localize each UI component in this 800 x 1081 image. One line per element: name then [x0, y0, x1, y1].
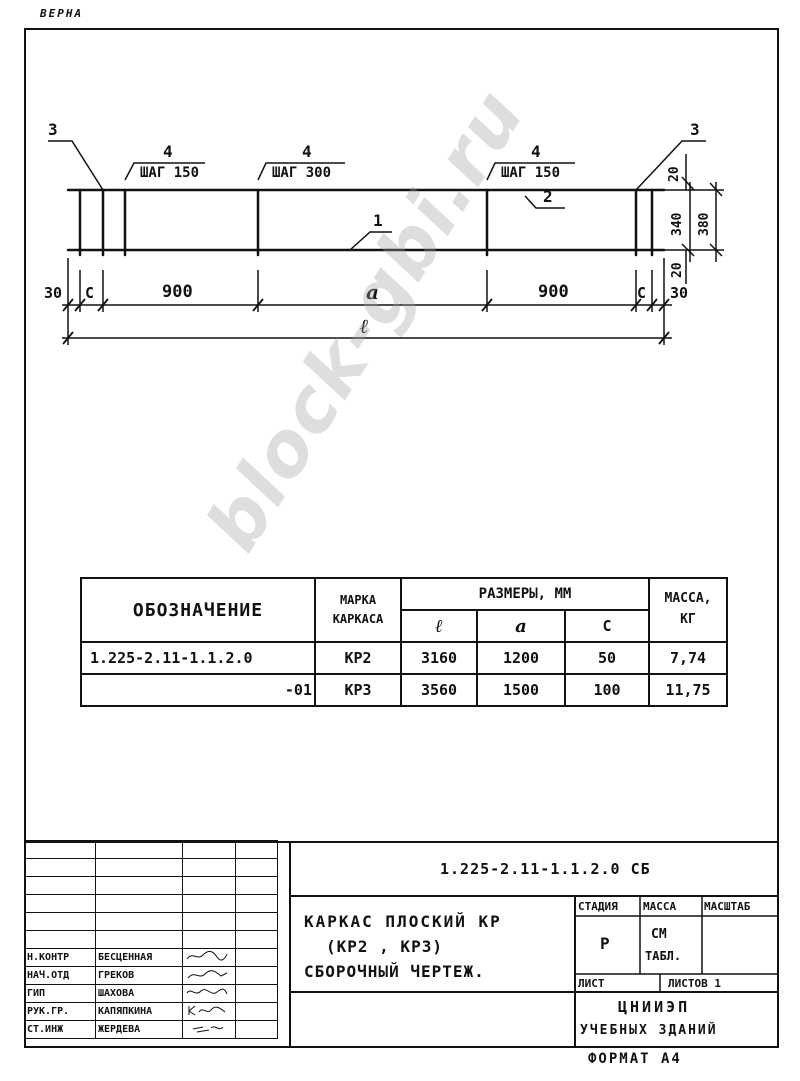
header-frame-mark: МАРКА КАРКАСА	[314, 577, 402, 643]
step-label: ШАГ 150	[140, 165, 200, 181]
step-label: ШАГ 150	[501, 165, 561, 181]
leader-4-c	[486, 162, 575, 181]
header-mass: МАССА, КГ	[648, 577, 728, 643]
handwritten-signature	[182, 1002, 236, 1021]
leader-3-right	[635, 140, 706, 191]
dim-a: a	[366, 280, 379, 304]
dim-30-right: 30	[670, 284, 689, 302]
cell-designation: 1.225-2.11-1.1.2.0	[80, 641, 316, 675]
cell-a: 1500	[476, 673, 566, 707]
signature-role: СТ.ИНЖ	[24, 1020, 96, 1039]
handwritten-signature	[182, 1020, 236, 1039]
cell-c: 100	[564, 673, 650, 707]
stage-header: СТАДИЯ	[578, 900, 618, 913]
cell-mark: КР3	[314, 673, 402, 707]
signature-row: ГИП ШАХОВА	[24, 984, 278, 1003]
header-dim-a: a	[476, 609, 566, 643]
title-line-2: (КР2 , КР3)	[326, 937, 443, 956]
signature-name: ЖЕРДЕВА	[95, 1020, 183, 1039]
signature-name: КАПЯПКИНА	[95, 1002, 183, 1021]
dim-c-left: C	[85, 284, 95, 302]
mass-value-1: СМ	[651, 927, 667, 942]
sheets-label: ЛИСТОВ 1	[668, 977, 721, 990]
callout-1: 1	[373, 211, 383, 230]
title-line-1: КАРКАС ПЛОСКИЙ КР	[304, 912, 502, 931]
handwritten-signature	[182, 966, 236, 985]
signature-row: Н.КОНТР БЕСЦЕННАЯ	[24, 948, 278, 967]
cell-l: 3560	[400, 673, 478, 707]
leader-1	[349, 231, 392, 251]
mass-value-2: ТАБЛ.	[645, 949, 682, 963]
signature-row: СТ.ИНЖ ЖЕРДЕВА	[24, 1020, 278, 1039]
organization-line-2: УЧЕБНЫХ ЗДАНИЙ	[580, 1023, 718, 1038]
organization-line-1: ЦНИИЭП	[618, 998, 691, 1016]
dim-900-left: 900	[162, 282, 193, 302]
signatures-table: Н.КОНТР БЕСЦЕННАЯ НАЧ.ОТД ГРЕКОВ ГИП ШАХ…	[24, 840, 278, 1039]
callout-4-b: 4	[302, 142, 312, 161]
cell-mass: 7,74	[648, 641, 728, 675]
sheet-label: ЛИСТ	[578, 977, 605, 990]
signature-name: ШАХОВА	[95, 984, 183, 1003]
scale-header: МАСШТАБ	[704, 900, 751, 913]
header-dim-l: ℓ	[400, 609, 478, 643]
callout-4-c: 4	[531, 142, 541, 161]
format-label: ФОРМАТ А4	[588, 1051, 682, 1067]
cell-a: 1200	[476, 641, 566, 675]
handwritten-signature	[182, 948, 236, 967]
table-row: 1.225-2.11-1.1.2.0 КР2 3160 1200 50 7,74	[80, 641, 728, 675]
signature-row: НАЧ.ОТД ГРЕКОВ	[24, 966, 278, 985]
specification-table: ОБОЗНАЧЕНИЕ МАРКА КАРКАСА РАЗМЕРЫ, ММ МА…	[80, 577, 728, 707]
step-label: ШАГ 300	[272, 165, 332, 181]
header-dimensions: РАЗМЕРЫ, ММ	[400, 577, 650, 611]
cell-l: 3160	[400, 641, 478, 675]
signature-role: ГИП	[24, 984, 96, 1003]
cell-mark: КР2	[314, 641, 402, 675]
leader-4-b	[257, 162, 345, 181]
signature-name: БЕСЦЕННАЯ	[95, 948, 183, 967]
callout-3-right: 3	[690, 120, 700, 139]
signature-name: ГРЕКОВ	[95, 966, 183, 985]
title-line-3: СБОРОЧНЫЙ ЧЕРТЕЖ.	[304, 962, 485, 981]
header-designation: ОБОЗНАЧЕНИЕ	[80, 577, 316, 643]
callout-4-a: 4	[163, 142, 173, 161]
mass-header: МАССА	[643, 900, 677, 913]
signature-role: НАЧ.ОТД	[24, 966, 96, 985]
leader-2	[524, 195, 565, 209]
cell-c: 50	[564, 641, 650, 675]
header-dim-c: C	[564, 609, 650, 643]
table-row: -01 КР3 3560 1500 100 11,75	[80, 673, 728, 707]
drawing-frame	[24, 28, 779, 1048]
cell-mass: 11,75	[648, 673, 728, 707]
callout-3-left: 3	[48, 120, 58, 139]
dim-c-right: C	[637, 284, 647, 302]
signature-role: Н.КОНТР	[24, 948, 96, 967]
signature-role: РУК.ГР.	[24, 1002, 96, 1021]
dim-900-right: 900	[538, 282, 569, 302]
assembly-drawing	[48, 140, 724, 345]
cell-designation: -01	[80, 673, 316, 707]
signature-row: РУК.ГР. КАПЯПКИНА	[24, 1002, 278, 1021]
dim-30-left: 30	[44, 284, 63, 302]
verification-mark: ВЕРНА	[40, 7, 84, 20]
callout-2: 2	[543, 187, 553, 206]
stage-value: Р	[600, 934, 610, 953]
document-code: 1.225-2.11-1.1.2.0 СБ	[440, 860, 651, 878]
leader-3-left	[48, 140, 104, 191]
handwritten-signature	[182, 984, 236, 1003]
leader-4-a	[124, 162, 205, 181]
dim-total-l: ℓ	[360, 314, 369, 338]
